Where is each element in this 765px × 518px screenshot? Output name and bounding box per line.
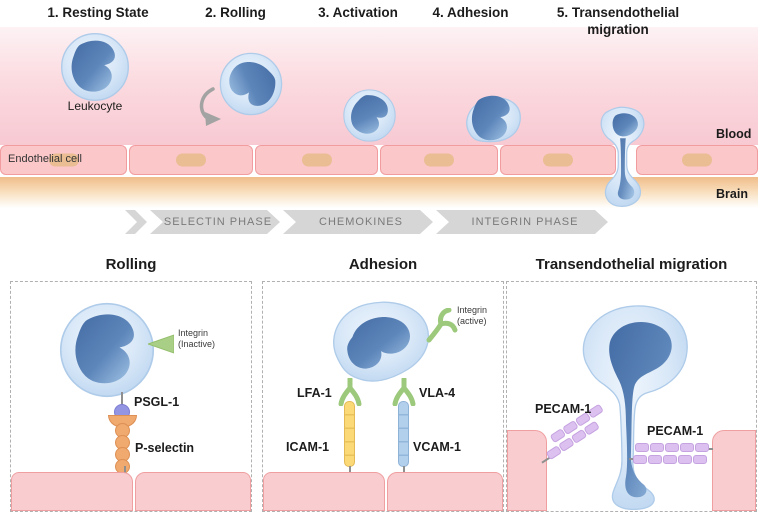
blood-label: Blood [716, 127, 752, 141]
integrin-active-label: Integrin (active) [457, 305, 487, 327]
leukocyte-caption: Leukocyte [67, 99, 123, 113]
endothelial-cell [129, 145, 253, 175]
panel-title-rolling: Rolling [105, 256, 157, 273]
vcam1-label: VCAM-1 [413, 440, 461, 454]
endothelial-block [507, 430, 547, 511]
pecam1-bead [635, 443, 649, 452]
panel-transmigration: PECAM-1 PECAM-1 [506, 281, 757, 512]
brain-label: Brain [716, 187, 748, 201]
icam1-anchor-stem [349, 466, 351, 473]
lfa1-label: LFA-1 [297, 386, 332, 400]
rolling-arrow-icon [199, 87, 221, 126]
banner-lead-chevron [125, 210, 147, 234]
vla4-receptor-icon [392, 378, 416, 406]
leukocyte-cell [582, 305, 688, 510]
panel-title-adhesion: Adhesion [348, 256, 418, 273]
leukocyte-cell [333, 301, 429, 382]
endothelial-cell [0, 145, 127, 175]
banner-selectin-phase: SELECTIN PHASE [150, 210, 280, 234]
pecam1-bead [693, 455, 707, 464]
panel-title-transmigration: Transendothelial migration [535, 256, 728, 273]
phase-banner: SELECTIN PHASE CHEMOKINES INTEGRIN PHASE [125, 210, 608, 234]
psgl1-stem [121, 392, 123, 406]
lfa1-receptor-icon [338, 378, 362, 406]
banner-integrin-phase: INTEGRIN PHASE [436, 210, 608, 234]
pecam1-stem [629, 458, 636, 460]
pecam1-left-label: PECAM-1 [535, 402, 592, 416]
leukocyte-nucleus-tail [617, 138, 635, 200]
leukocyte-nucleus [609, 321, 672, 498]
endothelial-cell-label: Endothelial cell [8, 153, 82, 165]
endothelial-nucleus [301, 153, 332, 167]
pecam1-bead [633, 455, 647, 464]
pecam1-right-label: PECAM-1 [647, 424, 704, 438]
endothelial-block [712, 430, 756, 511]
integrin-inactive-label: Integrin (Inactive) [178, 328, 215, 350]
leukocyte-resting-cell [61, 33, 129, 101]
pecam1-bead [648, 455, 662, 464]
endothelial-nucleus [424, 153, 454, 167]
endothelial-block [263, 472, 385, 511]
p-selectin-label: P-selectin [135, 441, 195, 455]
pecam1-bead [663, 455, 677, 464]
stage-title-rolling: 2. Rolling [205, 5, 266, 20]
vcam1-rod [398, 401, 409, 467]
psgl1-label: PSGL-1 [134, 395, 180, 409]
integrin-word: Integrin [457, 305, 488, 315]
banner-chemokines: CHEMOKINES [283, 210, 433, 234]
endothelial-nucleus [682, 153, 712, 167]
endothelial-block [11, 472, 133, 511]
p-selectin-anchor-stem [124, 466, 126, 473]
stage-title-adhesion: 4. Adhesion [432, 5, 509, 20]
pecam1-chain [633, 455, 707, 464]
vla4-label: VLA-4 [419, 386, 456, 400]
integrin-word: Integrin [178, 328, 209, 338]
panel-rolling: Integrin (Inactive) PSGL-1 P-selectin [10, 281, 252, 512]
stage-title-activation: 3. Activation [318, 5, 398, 20]
integrin-state: (active) [457, 316, 487, 326]
leukocyte-transmigrating-cell [600, 106, 645, 207]
endothelial-cell [255, 145, 378, 175]
panel-adhesion: Integrin (active) LFA-1 VLA-4 ICAM-1 VCA… [262, 281, 504, 512]
pecam1-bead [665, 443, 679, 452]
icam1-rod [344, 401, 355, 467]
endothelial-cell [500, 145, 616, 175]
endothelial-block [387, 472, 503, 511]
leukocyte-rolling-cell [219, 52, 283, 116]
integrin-active-icon [426, 308, 458, 343]
leukocyte-adhesion-cell [466, 95, 521, 143]
endothelial-cell [380, 145, 498, 175]
vcam1-anchor-stem [403, 466, 405, 473]
leukocyte-cell [59, 302, 155, 398]
stage-title-resting: 1. Resting State [47, 5, 149, 20]
endothelial-block [135, 472, 251, 511]
pecam1-bead [650, 443, 664, 452]
endothelial-cell [636, 145, 758, 175]
endothelial-nucleus [543, 153, 573, 167]
leukocyte-nucleus [612, 113, 638, 137]
leukocyte-activation-cell [343, 89, 396, 142]
endothelial-nucleus [48, 153, 79, 167]
pecam1-bead [680, 443, 694, 452]
pecam1-chain [635, 443, 709, 452]
leukocyte-nucleus [347, 317, 410, 369]
stage-title-transmigration: 5. Transendothelial migration [556, 5, 680, 37]
pecam1-bead [678, 455, 692, 464]
pecam1-bead [695, 443, 709, 452]
integrin-inactive-icon [148, 334, 174, 354]
integrin-state: (Inactive) [178, 339, 216, 349]
icam1-label: ICAM-1 [286, 440, 330, 454]
endothelial-nucleus [176, 153, 206, 167]
